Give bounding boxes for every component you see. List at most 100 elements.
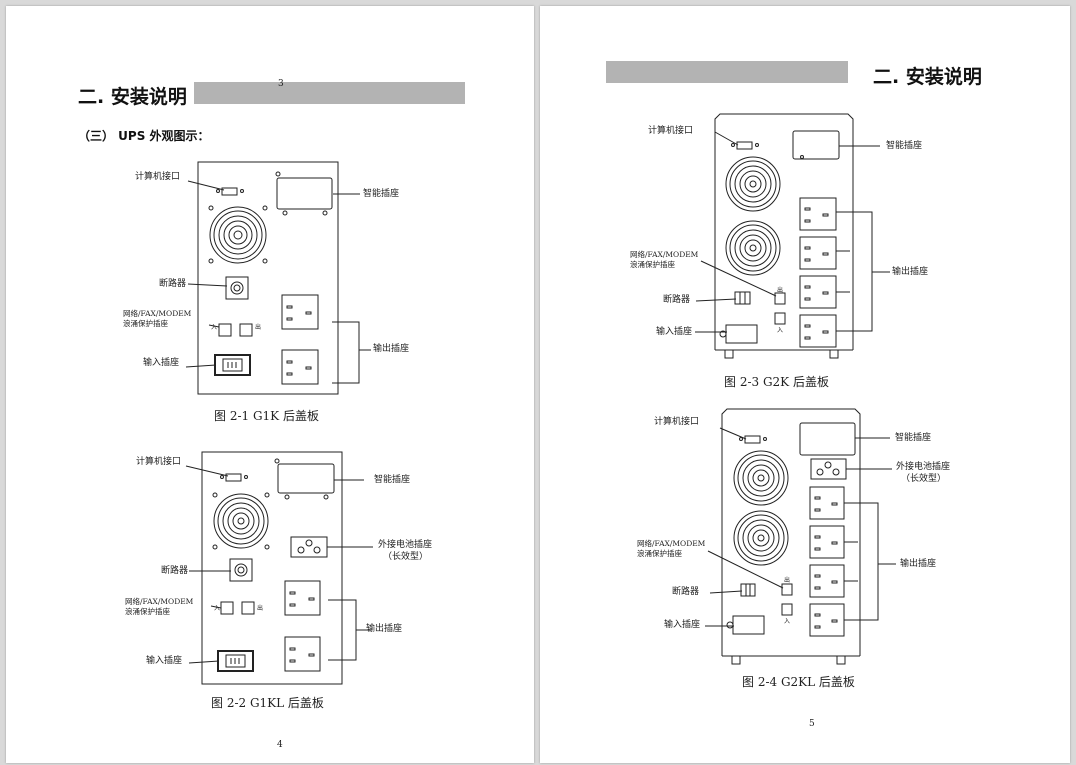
fan-5 xyxy=(733,450,789,506)
label-output-socket-2: 输出插座 xyxy=(366,624,403,634)
breaker-3 xyxy=(734,291,751,305)
label-surge-line2-2: 浪涌保护插座 xyxy=(125,607,170,616)
breaker-2 xyxy=(229,558,253,582)
panel-g2k xyxy=(714,113,854,350)
left-page: 二. 安装说明 3 （三） UPS 外观图示： xyxy=(6,6,534,763)
label-output-socket-4: 输出插座 xyxy=(900,559,937,569)
label-surge-line2-4: 浪涌保护插座 xyxy=(637,549,682,558)
label-output-socket: 输出插座 xyxy=(373,344,410,354)
label-smart-socket-4: 智能插座 xyxy=(895,433,932,443)
label-computer-port-4: 计算机接口 xyxy=(654,417,700,427)
label-surge-line1: 网络/FAX/MODEM xyxy=(123,309,192,318)
label-smart-socket-2: 智能插座 xyxy=(374,475,411,485)
output-socket-1 xyxy=(281,294,319,330)
smart-socket-box-2 xyxy=(277,463,335,494)
label-surge-line1-2: 网络/FAX/MODEM xyxy=(125,597,194,606)
label-surge-line1-4: 网络/FAX/MODEM xyxy=(637,539,706,548)
label-surge-line2-3: 浪涌保护插座 xyxy=(630,260,675,269)
output-socket-3 xyxy=(284,580,321,616)
label-out-mark-3: 出 xyxy=(777,287,784,294)
label-in-mark: 入 xyxy=(211,324,218,331)
input-socket-4 xyxy=(732,615,765,635)
right-page: 二. 安装说明 xyxy=(540,6,1070,763)
panel-g1kl xyxy=(201,451,343,685)
label-breaker-3: 断路器 xyxy=(663,295,691,305)
subheading: （三） UPS 外观图示： xyxy=(78,129,210,143)
label-in-mark-3: 入 xyxy=(777,327,784,334)
output-socket-7 xyxy=(799,275,837,309)
label-surge-line2: 浪涌保护插座 xyxy=(123,319,168,328)
label-input-socket: 输入插座 xyxy=(143,358,180,368)
label-input-socket-2: 输入插座 xyxy=(146,656,183,666)
breaker-4 xyxy=(740,583,756,597)
section-heading-right: 二. 安装说明 xyxy=(873,66,982,88)
label-in-mark-2: 入 xyxy=(214,605,221,612)
output-socket-5 xyxy=(799,197,837,231)
figure-2-1-caption: 图 2-1 G1K 后盖板 xyxy=(214,409,319,423)
page-number-left: 4 xyxy=(277,740,283,750)
page-number-right: 5 xyxy=(809,719,815,729)
label-out-mark-4: 出 xyxy=(784,577,791,584)
label-computer-port-3: 计算机接口 xyxy=(648,126,694,136)
surge-in-3 xyxy=(774,312,786,325)
ups-diagrams-left xyxy=(185,161,373,685)
surge-out-2 xyxy=(241,601,255,615)
label-in-mark-4: 入 xyxy=(784,618,791,625)
output-socket-8 xyxy=(799,314,837,348)
figure-2-4-caption: 图 2-4 G2KL 后盖板 xyxy=(742,675,855,689)
label-ext-battery-line2-4: （长效型） xyxy=(901,474,947,484)
label-breaker-2: 断路器 xyxy=(161,566,189,576)
smart-socket-box xyxy=(276,177,333,210)
breaker xyxy=(225,276,249,300)
figure-2-2-caption: 图 2-2 G1KL 后盖板 xyxy=(211,696,324,710)
figure-2-3-caption: 图 2-3 G2K 后盖板 xyxy=(724,375,829,389)
surge-in xyxy=(218,323,232,337)
label-ext-battery-line2: （长效型） xyxy=(383,552,429,562)
fan-4 xyxy=(725,220,781,276)
label-computer-port: 计算机接口 xyxy=(135,172,181,182)
label-output-socket-3: 输出插座 xyxy=(892,267,929,277)
ups-diagrams-right xyxy=(695,113,896,665)
label-breaker-4: 断路器 xyxy=(672,587,700,597)
output-socket-2 xyxy=(281,349,319,385)
smart-socket-box-4 xyxy=(799,422,856,456)
input-socket-3 xyxy=(725,324,758,344)
fan-2 xyxy=(212,492,270,550)
output-socket-9 xyxy=(809,486,845,520)
label-computer-port-2: 计算机接口 xyxy=(136,457,182,467)
label-ext-battery-line1-4: 外接电池插座 xyxy=(896,462,951,472)
label-surge-line1-3: 网络/FAX/MODEM xyxy=(630,250,699,259)
output-socket-12 xyxy=(809,603,845,637)
output-socket-6 xyxy=(799,236,837,270)
fan-6 xyxy=(733,510,789,566)
label-smart-socket-3: 智能插座 xyxy=(886,141,923,151)
output-socket-11 xyxy=(809,564,845,598)
heading-bar xyxy=(194,82,465,104)
fan-1 xyxy=(208,205,268,264)
fan-3 xyxy=(725,156,781,212)
surge-out-4 xyxy=(781,583,793,596)
computer-port-3 xyxy=(736,141,753,150)
computer-port-2 xyxy=(225,473,242,482)
label-out-mark: 出 xyxy=(255,324,262,331)
surge-in-2 xyxy=(220,601,234,615)
label-input-socket-3: 输入插座 xyxy=(656,327,693,337)
section-heading: 二. 安装说明 xyxy=(78,86,187,108)
label-ext-battery-line1: 外接电池插座 xyxy=(378,540,433,550)
computer-port xyxy=(221,187,238,196)
computer-port-4 xyxy=(744,435,761,444)
smart-socket-box-3 xyxy=(792,130,840,160)
heading-bar-right xyxy=(606,61,848,83)
output-socket-4 xyxy=(284,636,321,672)
output-socket-10 xyxy=(809,525,845,559)
label-input-socket-4: 输入插座 xyxy=(664,620,701,630)
label-breaker: 断路器 xyxy=(159,279,187,289)
stray-number: 3 xyxy=(278,79,284,89)
surge-in-4 xyxy=(781,603,793,616)
label-smart-socket: 智能插座 xyxy=(363,189,400,199)
surge-out xyxy=(239,323,253,337)
surge-out-3 xyxy=(774,292,786,305)
label-out-mark-2: 出 xyxy=(257,605,264,612)
panel-g2kl xyxy=(721,408,861,656)
panel-g1k xyxy=(197,161,339,395)
